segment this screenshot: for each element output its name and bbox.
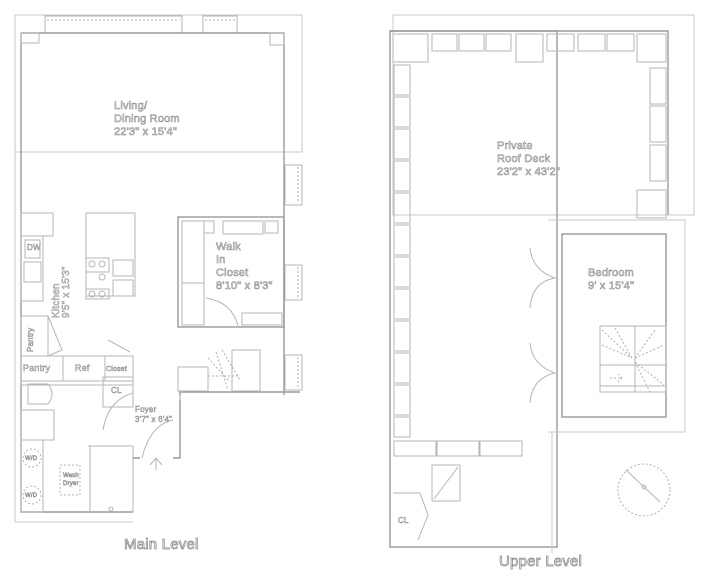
stacked-wd-1: Wash [63,473,79,480]
roof-deck-dims: 23'2" x 43'2" [497,166,560,179]
living-room-dims: 22'3" x 15'4" [114,126,177,139]
main-level-caption: Main Level [124,536,199,554]
bedroom-dims: 9' x 15'4" [588,280,635,293]
small-closet-label: Closet [106,366,128,374]
living-room-name: Living/ [114,100,148,113]
dryer-label: W/D [25,493,38,500]
upper-level-caption: Upper Level [499,553,583,571]
foyer-label: Foyer 3'7" x 6'4" [135,405,172,425]
washer-label: W/D [25,456,38,463]
foyer-dims: 3'7" x 6'4" [135,415,173,425]
closet-dims: 8'10" x 8'3" [216,280,273,293]
walk-in-closet-label: Walk In Closet 8'10" x 8'3" [216,241,273,293]
roof-deck-label: Private Roof Deck 23'2" x 43'2" [497,140,560,179]
main-level-plan [14,14,303,523]
bedroom-name: Bedroom [588,267,635,280]
refrigerator-label: Ref [75,363,90,374]
upper-level-plan [389,14,695,553]
upper-closet-label: CL [398,516,409,526]
pantry-vertical-label: Pantry [26,327,36,352]
stacked-wd-label: Wash Dryer [63,472,79,488]
closet-name-1: Walk [216,241,241,254]
compass-rose-icon [617,463,671,517]
closet-name-2: In [216,254,226,267]
kitchen-label: Kitchen 9'5" x 15'3" [51,266,73,318]
stacked-wd-2: Dryer [63,481,79,488]
closet-name-3: Closet [216,267,249,280]
kitchen-dims: 9'5" x 15'3" [61,266,73,318]
pantry-label: Pantry [23,363,51,374]
roof-deck-name-1: Private [497,140,533,153]
closet-cl-label: CL [111,386,122,396]
roof-deck-name-2: Roof Deck [497,153,551,166]
living-room-name-2: Dining Room [114,113,180,126]
foyer-name: Foyer [135,405,157,415]
dishwasher-label: DW [27,243,41,253]
bedroom-label: Bedroom 9' x 15'4" [588,267,635,293]
living-room-label: Living/ Dining Room 22'3" x 15'4" [114,100,180,139]
